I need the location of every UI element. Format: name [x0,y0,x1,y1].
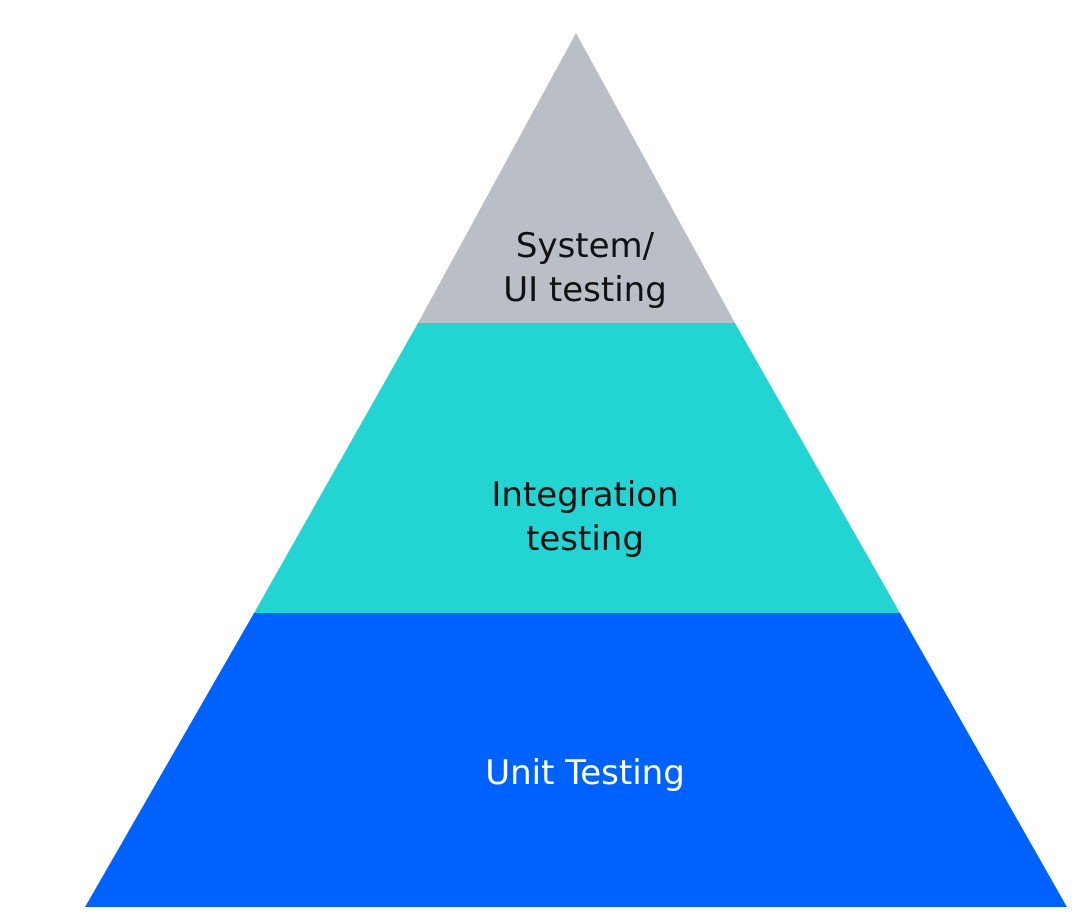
pyramid-layer-top [418,33,735,323]
label-line: Integration [491,475,679,515]
label-line: UI testing [503,270,667,310]
label-line: System/ [515,226,655,266]
label-line: testing [526,519,644,559]
pyramid-layer-middle [254,323,900,613]
layer-label-system-ui: System/ UI testing [0,224,1077,312]
layer-label-integration: Integration testing [0,473,1077,561]
pyramid-layer-bottom [85,613,1067,907]
label-line: Unit Testing [485,753,685,793]
layer-label-unit: Unit Testing [0,751,1077,795]
